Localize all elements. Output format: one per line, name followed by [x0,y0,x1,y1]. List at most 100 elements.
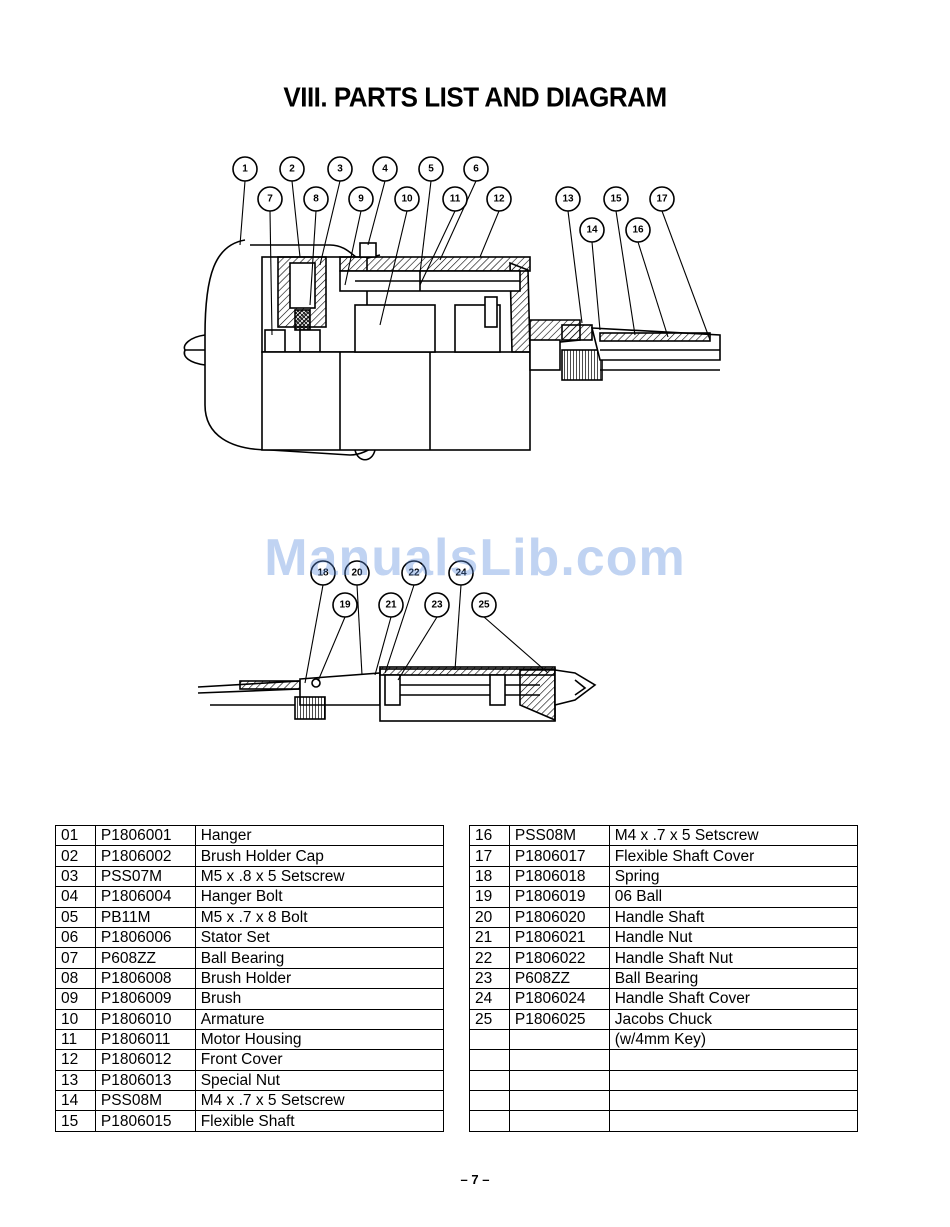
part-description [608,1110,859,1132]
part-number-index: 18 [469,865,510,888]
callout-1: 1 [232,156,258,182]
part-description: Ball Bearing [608,967,859,990]
part-number-index: 23 [469,967,510,990]
part-number: P1806022 [508,947,610,969]
part-number: P1806021 [508,926,610,949]
callout-label: 5 [428,164,434,175]
callout-label: 10 [401,194,413,205]
table-row [469,1069,859,1092]
motor-drawing [183,239,721,461]
table-row [469,1090,859,1112]
part-number-index: 04 [55,886,96,908]
part-number-index: 08 [55,967,96,990]
part-number: P1806024 [508,988,610,1010]
callout-11: 11 [442,186,468,212]
part-number-index: 20 [469,906,510,928]
part-number [508,1110,610,1132]
part-number-index: 07 [55,947,96,969]
callout-label: 22 [408,568,420,579]
callout-label: 11 [450,194,461,205]
part-number-index: 10 [55,1008,96,1030]
part-number-index: 16 [469,824,510,847]
callout-14: 14 [579,217,605,243]
part-description: 06 Ball [608,886,859,908]
part-number: PSS07M [94,865,196,888]
part-number-index: 05 [55,906,96,928]
part-number-index: 21 [469,926,510,949]
part-number-index: 25 [469,1008,510,1030]
leader-lines-bottom [304,584,549,684]
part-number: PB11M [94,906,196,928]
part-number: P1806006 [94,926,196,949]
part-description: Brush Holder [194,967,445,990]
callout-24: 24 [448,560,474,586]
callout-label: 16 [632,225,644,236]
part-description: M4 x .7 x 5 Setscrew [194,1090,445,1112]
callout-18: 18 [310,560,336,586]
part-number-index [469,1110,510,1132]
part-number: P1806010 [94,1008,196,1030]
callout-label: 19 [339,600,351,611]
watermark: ManualsLib.com [264,529,686,587]
part-description: (w/4mm Key) [608,1028,859,1051]
part-description: Hanger Bolt [194,886,445,908]
part-number: P1806019 [508,886,610,908]
callout-6: 6 [463,156,489,182]
callout-3: 3 [327,156,353,182]
callout-label: 21 [385,600,397,611]
callout-label: 6 [473,164,479,175]
callout-2: 2 [279,156,305,182]
part-number: P1806018 [508,865,610,888]
callouts-top: 1 2 3 4 5 6 7 8 9 10 11 12 13 14 15 16 1… [232,156,675,243]
part-number: P1806025 [508,1008,610,1030]
part-number: P1806015 [94,1110,196,1132]
part-description: Handle Shaft [608,906,859,928]
part-description: Spring [608,865,859,888]
callout-25: 25 [471,592,497,618]
part-number-index: 24 [469,988,510,1010]
part-number: P1806009 [94,988,196,1010]
part-number: PSS08M [94,1090,196,1112]
callout-5: 5 [418,156,444,182]
callout-12: 12 [486,186,512,212]
callout-label: 12 [493,194,505,205]
callout-17: 17 [649,186,675,212]
part-description: Front Cover [194,1049,445,1071]
callout-16: 16 [625,217,651,243]
part-number-index: 02 [55,845,96,867]
part-number [508,1090,610,1112]
callout-7: 7 [257,186,283,212]
part-description: Jacobs Chuck [608,1008,859,1030]
part-number: P1806013 [94,1069,196,1092]
part-number-index: 06 [55,926,96,949]
callout-22: 22 [401,560,427,586]
part-number: PSS08M [508,824,610,847]
part-number-index [469,1090,510,1112]
callout-label: 1 [242,164,248,175]
leader-lines-top [239,180,711,341]
part-number: P1806017 [508,845,610,867]
table-row [469,1049,859,1071]
callout-label: 2 [289,164,295,175]
part-description [608,1049,859,1071]
part-number: P1806020 [508,906,610,928]
part-description: Handle Shaft Nut [608,947,859,969]
part-description: M5 x .7 x 8 Bolt [194,906,445,928]
table-row: (w/4mm Key) [469,1028,859,1051]
part-number [508,1028,610,1051]
part-number-index: 01 [55,824,96,847]
part-description: Hanger [194,824,445,847]
callout-8: 8 [303,186,329,212]
